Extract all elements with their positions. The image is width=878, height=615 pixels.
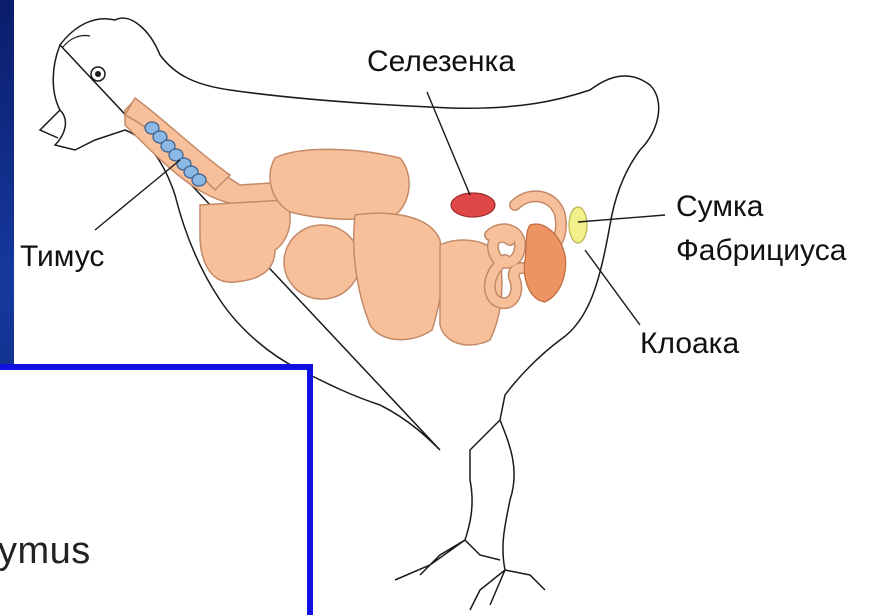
gizzard-lobe: [284, 225, 360, 299]
spleen: [451, 193, 495, 217]
liver: [270, 149, 409, 219]
label-cloaca: Клоака: [640, 327, 739, 361]
label-bursa-line2: Фабрициуса: [676, 234, 846, 268]
label-spleen: Селезенка: [367, 45, 515, 79]
bursa-fabricius: [569, 207, 587, 243]
label-thymus: Тимус: [20, 240, 104, 274]
inset-text-fragment: ymus: [0, 530, 91, 573]
label-bursa-line1: Сумка: [676, 190, 763, 224]
bird-eye-icon: [91, 67, 105, 81]
inset-panel: [0, 364, 313, 615]
